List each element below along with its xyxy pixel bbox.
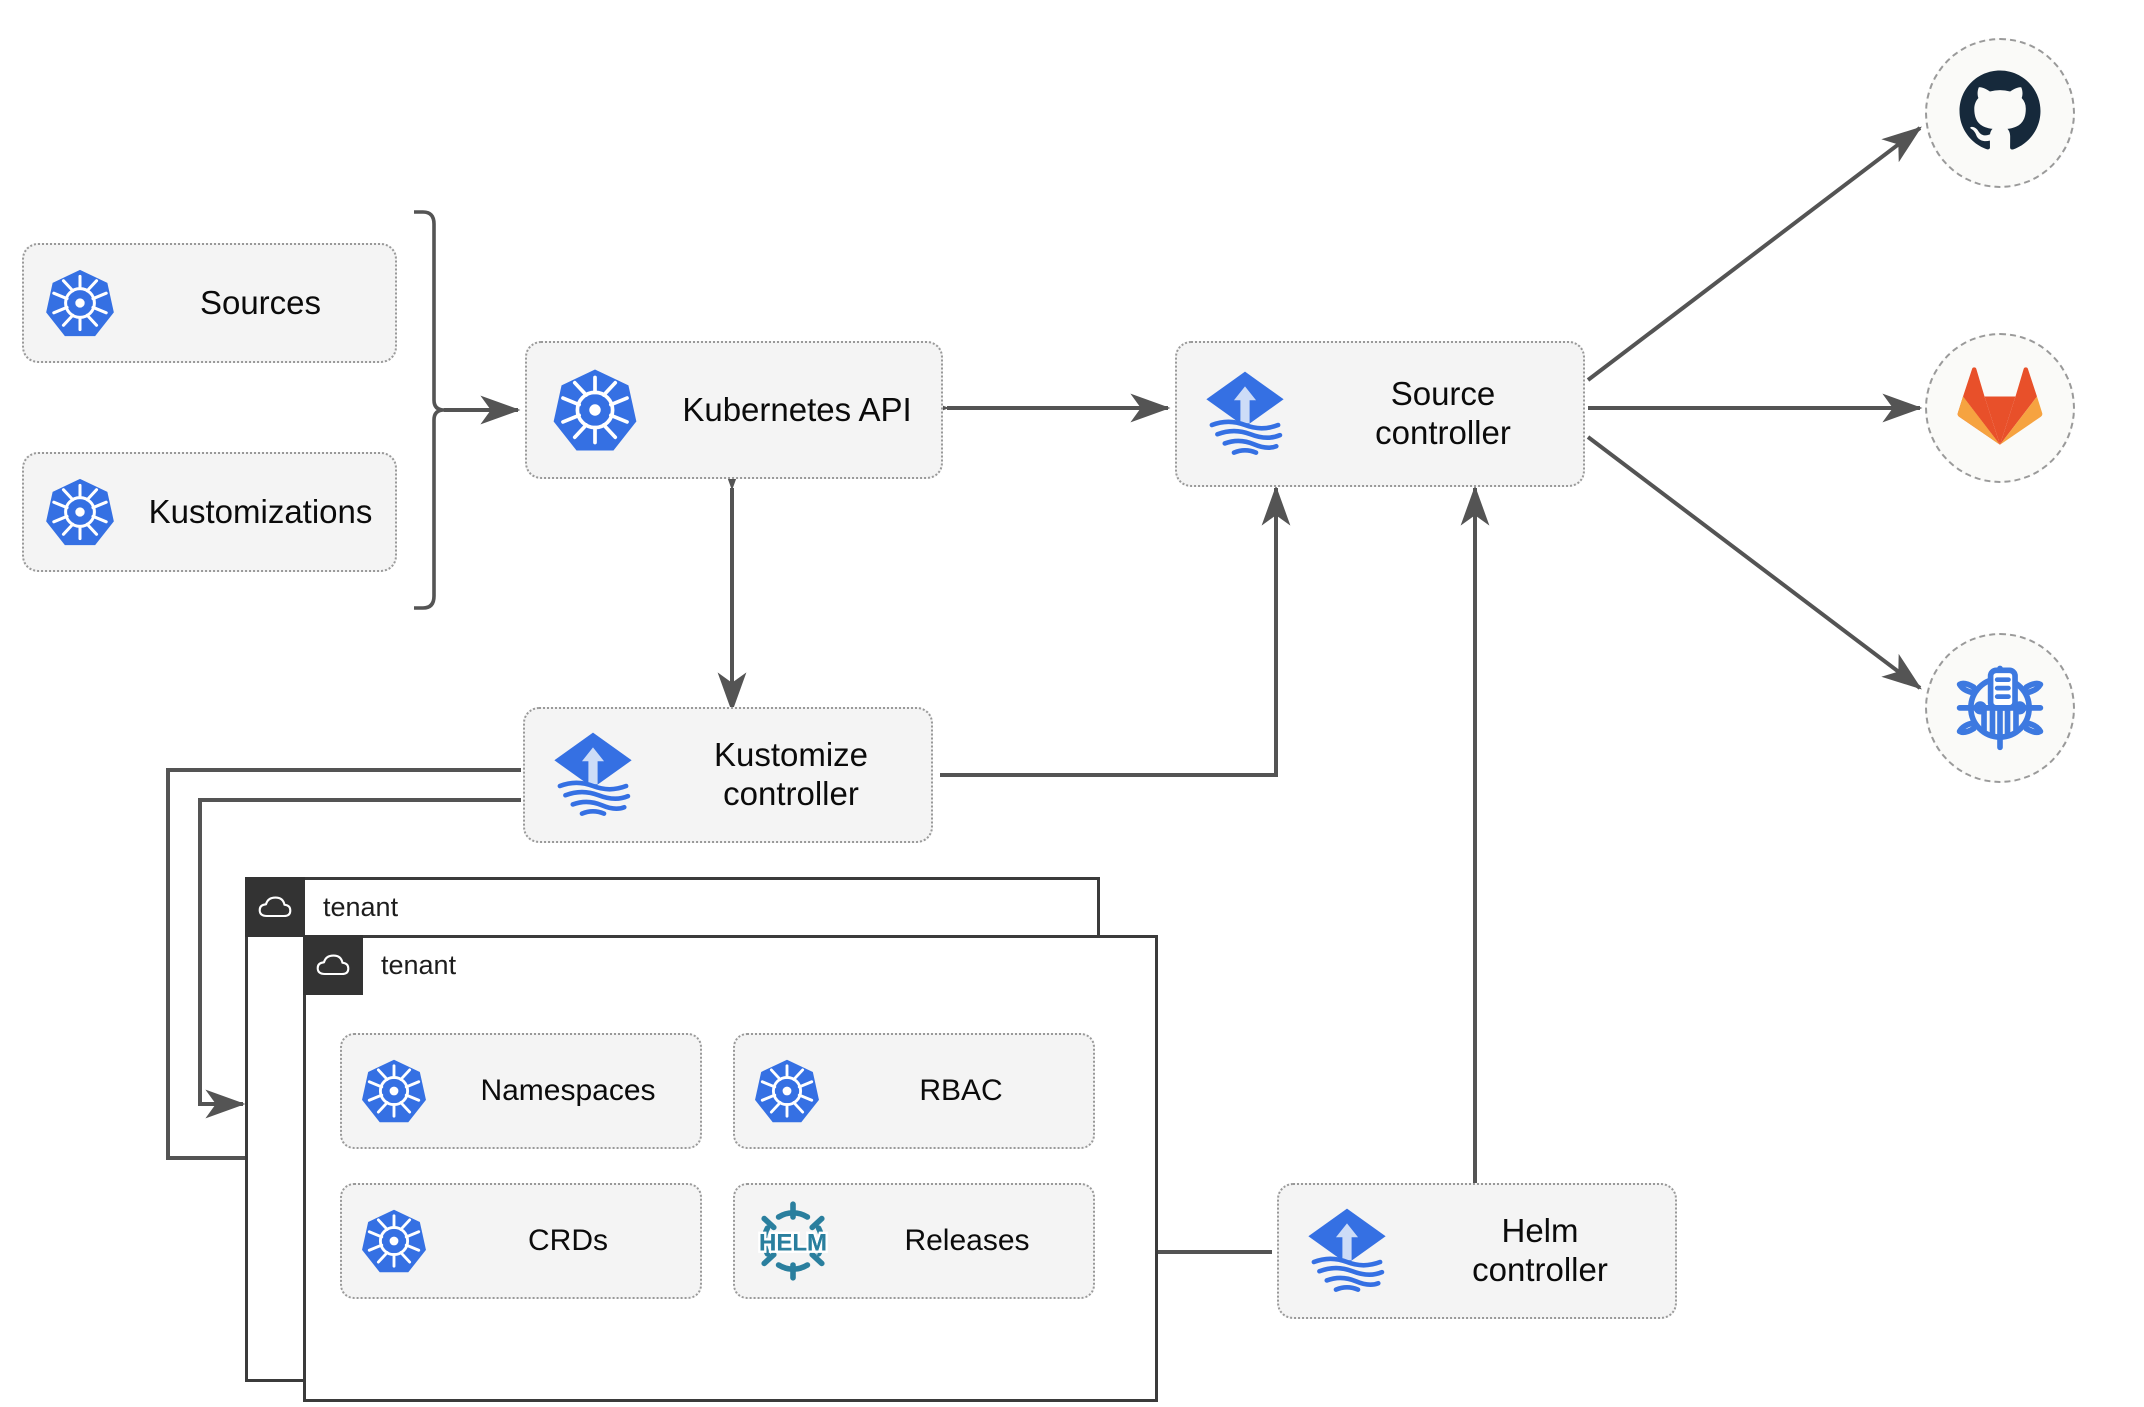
cloud-icon: [303, 935, 363, 995]
flux-icon: [525, 729, 661, 821]
provider-github[interactable]: [1925, 38, 2075, 188]
bracket-sources-kustomizations: [414, 210, 445, 610]
node-source-controller[interactable]: Source controller: [1175, 341, 1585, 487]
node-rbac[interactable]: RBAC: [733, 1033, 1095, 1149]
node-label: Sources: [199, 283, 322, 321]
node-crds[interactable]: CRDs: [340, 1183, 702, 1299]
resource-label: CRDs: [528, 1224, 608, 1258]
node-label: Helm controller: [1472, 1212, 1608, 1288]
kubernetes-icon: [342, 1207, 446, 1275]
node-label: Kustomize controller: [713, 736, 869, 812]
svg-text:HELM: HELM: [759, 1230, 827, 1257]
svg-text:HELM: HELM: [759, 1230, 827, 1257]
kubernetes-icon: [735, 1057, 839, 1125]
node-releases[interactable]: HELM HELM Releases: [733, 1183, 1095, 1299]
node-label: Source controller: [1375, 375, 1511, 451]
resource-label: Releases: [904, 1224, 1030, 1258]
helm-icon: HELM HELM: [735, 1200, 851, 1282]
node-namespaces[interactable]: Namespaces: [340, 1033, 702, 1149]
gitlab-icon: [1957, 364, 2043, 453]
tenant-label: tenant: [381, 949, 457, 980]
flux-icon: [1279, 1205, 1415, 1297]
kubernetes-icon: [24, 476, 136, 548]
node-sources[interactable]: Sources: [22, 243, 397, 363]
kubernetes-icon: [527, 366, 663, 454]
kubernetes-icon: [342, 1057, 446, 1125]
provider-helm-charts[interactable]: [1925, 633, 2075, 783]
node-kubernetes-api[interactable]: Kubernetes API: [525, 341, 943, 479]
node-label: Kubernetes API: [682, 390, 912, 428]
provider-gitlab[interactable]: [1925, 333, 2075, 483]
edge-kustomize-controller-source-controller: [940, 485, 1291, 777]
edge-source-controller-github: [1586, 126, 1922, 382]
node-helm-controller[interactable]: Helm controller: [1277, 1183, 1677, 1319]
cloud-icon: [245, 877, 305, 937]
edge-source-controller-helm-charts: [1586, 435, 1922, 690]
flux-icon: [1177, 368, 1313, 460]
tenant-panel-inner[interactable]: tenant: [303, 935, 1158, 1402]
tenant-header: tenant: [245, 877, 398, 937]
helm-chart-icon: [1953, 659, 2047, 758]
node-label: Kustomizations: [148, 492, 373, 530]
kubernetes-icon: [24, 267, 136, 339]
tenant-header: tenant: [303, 935, 456, 995]
node-kustomize-controller[interactable]: Kustomize controller: [523, 707, 933, 843]
node-kustomizations[interactable]: Kustomizations: [22, 452, 397, 572]
resource-label: RBAC: [919, 1074, 1003, 1108]
resource-label: Namespaces: [480, 1074, 656, 1108]
github-icon: [1954, 65, 2046, 162]
tenant-label: tenant: [323, 891, 399, 922]
